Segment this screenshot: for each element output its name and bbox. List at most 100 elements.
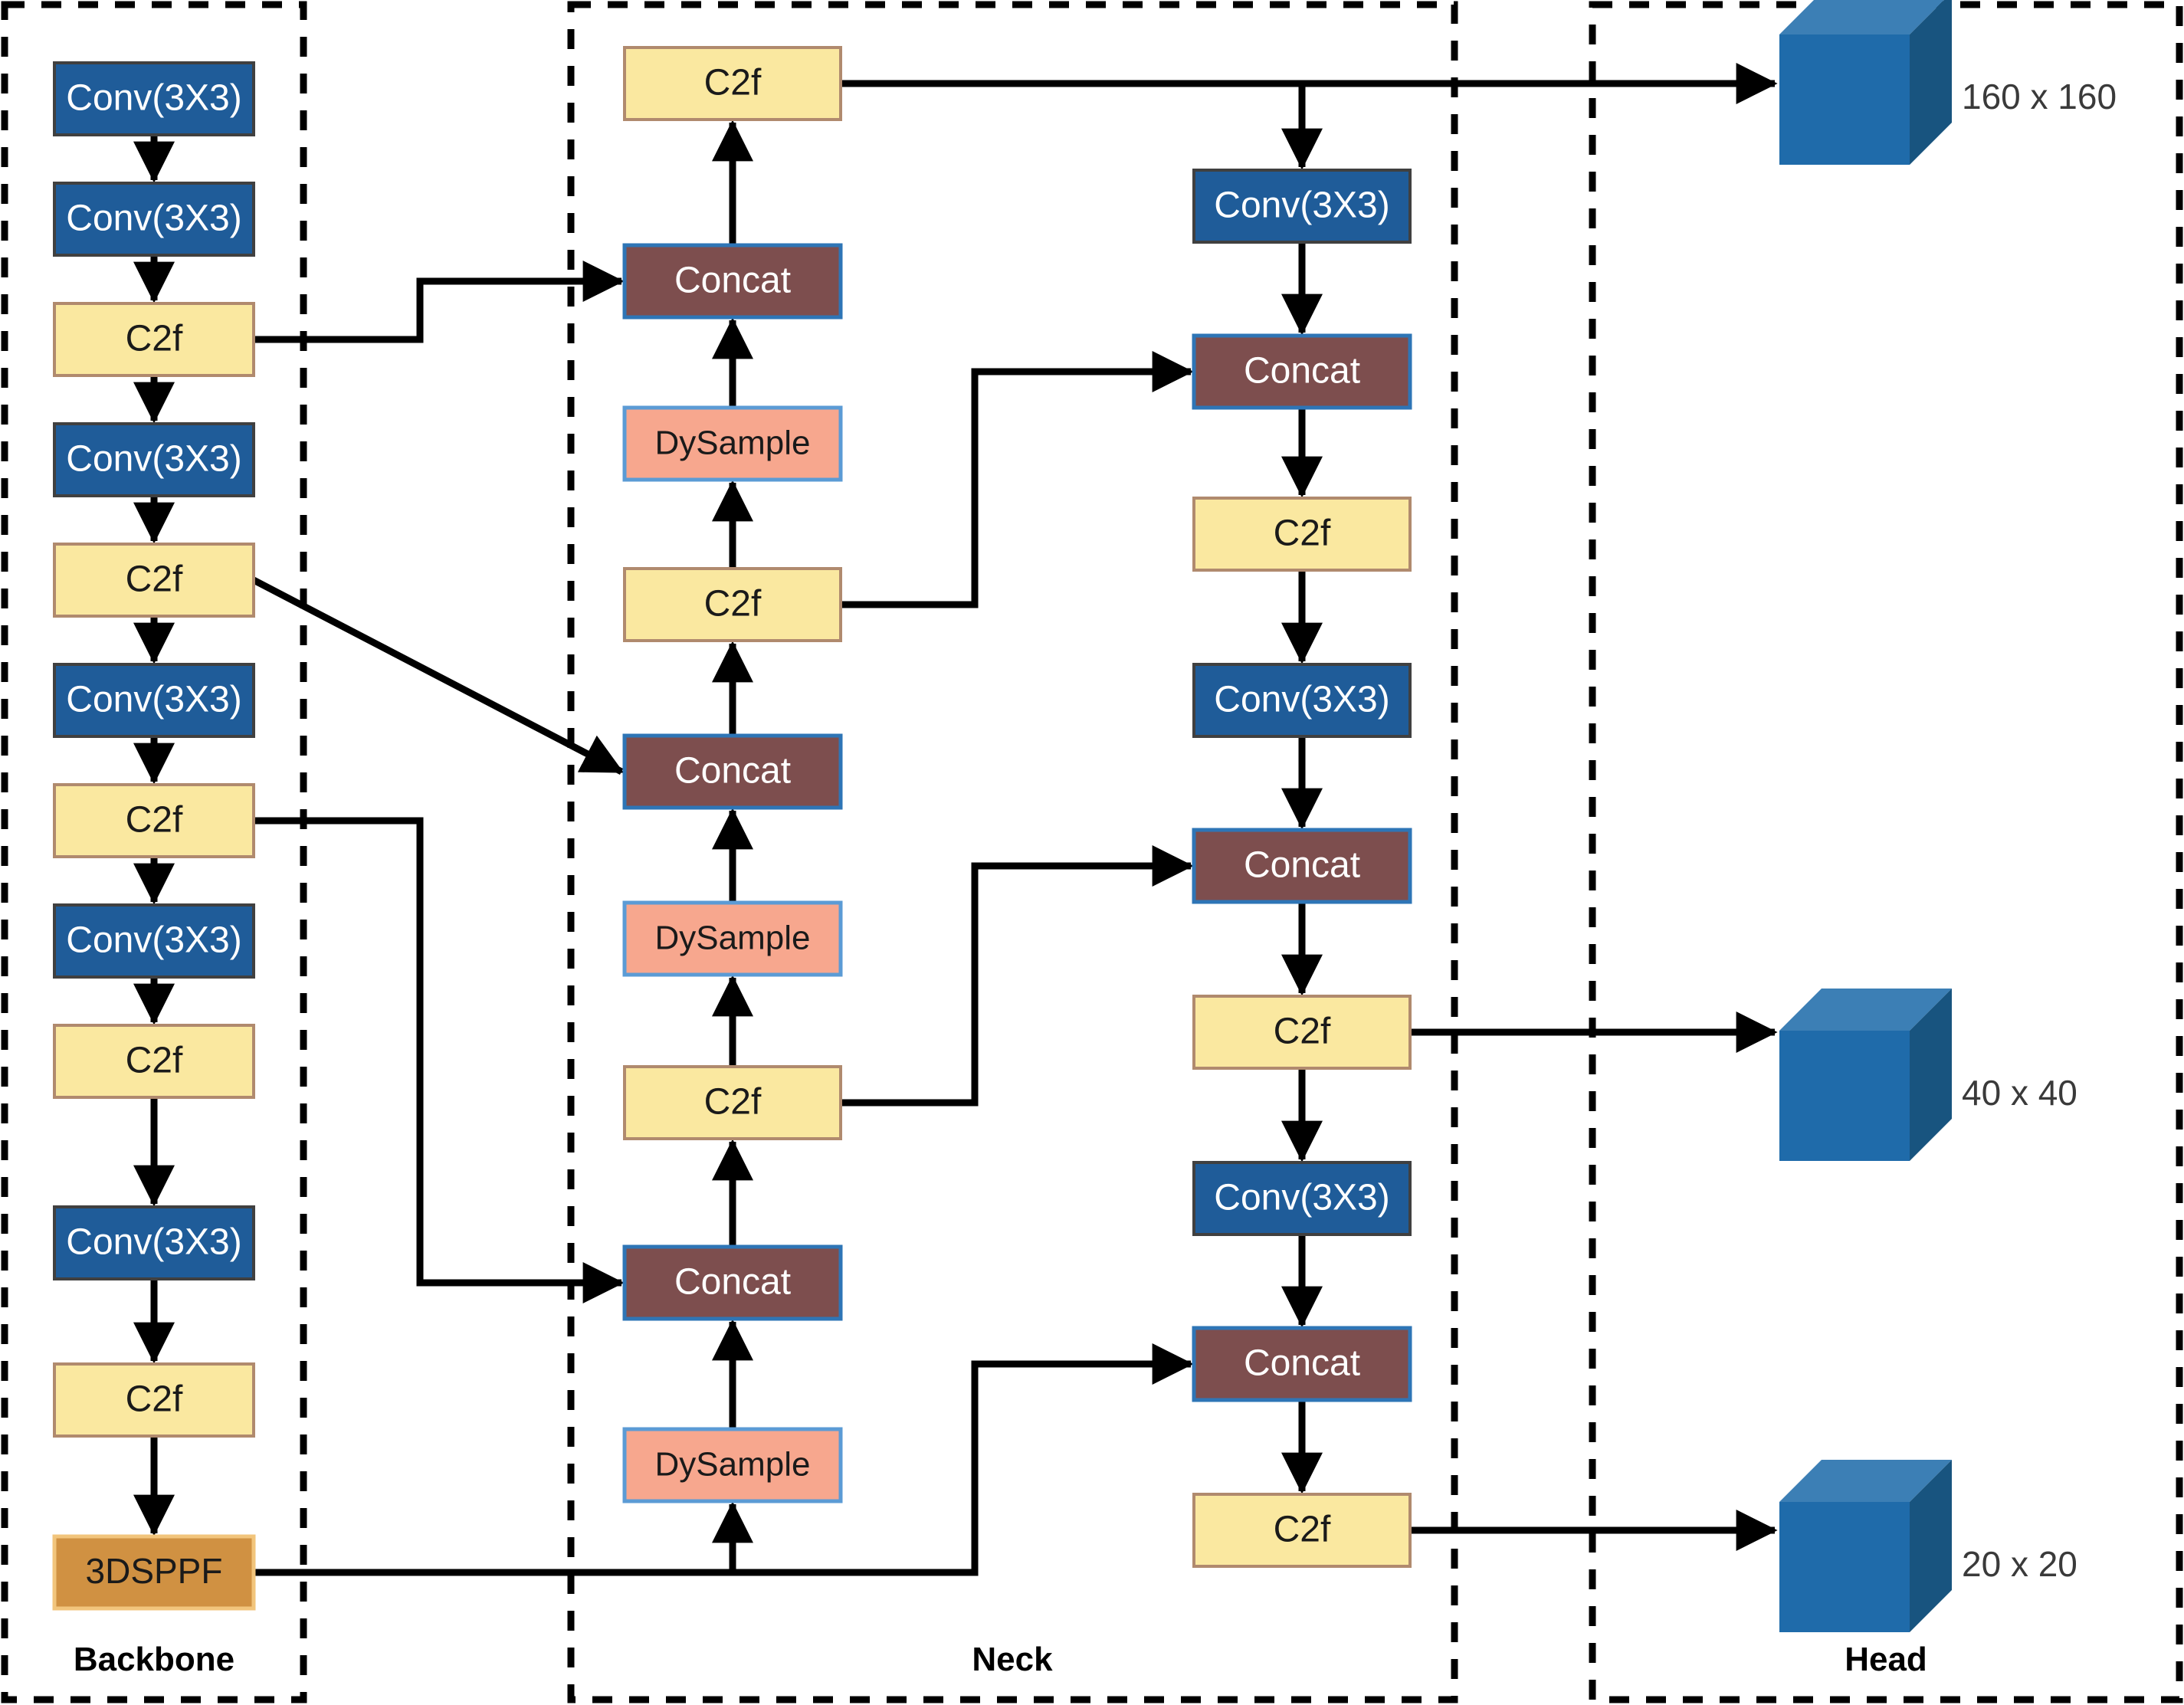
block-rect-c2f[interactable] [53, 783, 255, 858]
block-rect-conv[interactable] [1192, 169, 1412, 244]
cube-top-face [1779, 0, 1944, 34]
block-bb12[interactable]: 3DSPPF [52, 1534, 256, 1611]
block-nk3[interactable]: DySample [622, 405, 843, 482]
block-bb8[interactable]: Conv(3X3) [53, 903, 255, 979]
block-rect-c2f[interactable] [1192, 1493, 1412, 1568]
cube-side-face [1910, 989, 1952, 1161]
block-label: Concat [674, 751, 791, 792]
block-nk2[interactable]: Concat [622, 243, 843, 320]
cube-size-label: 40 x 40 [1962, 1073, 2077, 1113]
block-rect-concat[interactable] [622, 243, 843, 320]
edge-skip-nk7-nr5 [841, 845, 1194, 1107]
block-nr4[interactable]: Conv(3X3) [1192, 663, 1412, 738]
block-bb9[interactable]: C2f [53, 1024, 255, 1099]
block-rect-conv[interactable] [53, 182, 255, 257]
block-label: C2f [1274, 1012, 1331, 1052]
cube-front-face [1779, 1502, 1910, 1632]
output-cube-cube20[interactable] [1779, 1460, 1952, 1632]
block-rect-c2f[interactable] [53, 543, 255, 618]
block-rect-conv[interactable] [53, 422, 255, 497]
block-label: Concat [674, 261, 791, 301]
block-bb2[interactable]: Conv(3X3) [53, 182, 255, 257]
block-label: 3DSPPF [86, 1551, 223, 1591]
block-label: Concat [674, 1262, 791, 1303]
block-rect-concat[interactable] [1192, 333, 1412, 410]
block-rect-dysample[interactable] [622, 900, 843, 977]
block-nk4[interactable]: C2f [623, 567, 842, 642]
block-rect-dysample[interactable] [622, 405, 843, 482]
block-rect-conv[interactable] [1192, 663, 1412, 738]
block-nk1[interactable]: C2f [623, 46, 842, 121]
block-rect-c2f[interactable] [623, 567, 842, 642]
edge-skip-sppf-nr8 [254, 1343, 1194, 1576]
output-cube-cube160[interactable] [1779, 0, 1952, 165]
block-rect-concat[interactable] [622, 1244, 843, 1321]
block-label: C2f [126, 1379, 183, 1420]
edge-skip-nk4-nr2 [841, 351, 1194, 608]
block-rect-concat[interactable] [1192, 828, 1412, 904]
block-bb6[interactable]: Conv(3X3) [53, 663, 255, 738]
edge-skip-bb5-nk5 [251, 577, 625, 775]
block-rect-conv[interactable] [53, 61, 255, 136]
block-rect-conv[interactable] [1192, 1161, 1412, 1236]
block-nr3[interactable]: C2f [1192, 497, 1412, 572]
block-nr5[interactable]: Concat [1192, 828, 1412, 904]
block-bb10[interactable]: Conv(3X3) [53, 1205, 255, 1280]
block-rect-sppf[interactable] [52, 1534, 256, 1611]
block-nr6[interactable]: C2f [1192, 995, 1412, 1070]
block-rect-conv[interactable] [53, 663, 255, 738]
output-cube-cube40[interactable] [1779, 989, 1952, 1161]
block-bb7[interactable]: C2f [53, 783, 255, 858]
block-label: DySample [655, 920, 811, 957]
block-rect-c2f[interactable] [53, 1362, 255, 1438]
block-bb5[interactable]: C2f [53, 543, 255, 618]
cube-top-face [1779, 1460, 1952, 1502]
block-rect-conv[interactable] [53, 903, 255, 979]
block-nk9[interactable]: DySample [622, 1427, 843, 1503]
block-label: Concat [1244, 845, 1360, 886]
group-boundary-head [1589, 1, 2183, 1703]
block-nr7[interactable]: Conv(3X3) [1192, 1161, 1412, 1236]
block-nr9[interactable]: C2f [1192, 1493, 1412, 1568]
cube-top-face [1779, 989, 1952, 1031]
block-label: Conv(3X3) [66, 78, 241, 119]
cube-front-face [1779, 34, 1910, 165]
block-rect-conv[interactable] [53, 1205, 255, 1280]
block-nk5[interactable]: Concat [622, 733, 843, 810]
block-bb3[interactable]: C2f [53, 302, 255, 377]
cube-side-face [1910, 1460, 1952, 1632]
block-label: Concat [1244, 351, 1360, 392]
output-cubes-layer [1779, 0, 1952, 1632]
block-nr1[interactable]: Conv(3X3) [1192, 169, 1412, 244]
block-label: DySample [655, 1446, 811, 1484]
block-rect-c2f[interactable] [1192, 497, 1412, 572]
edge-skip-bb7-nk8 [254, 817, 625, 1303]
block-rect-concat[interactable] [622, 733, 843, 810]
block-rect-c2f[interactable] [1192, 995, 1412, 1070]
block-bb11[interactable]: C2f [53, 1362, 255, 1438]
block-nk6[interactable]: DySample [622, 900, 843, 977]
block-rect-concat[interactable] [1192, 1326, 1412, 1402]
block-nr2[interactable]: Concat [1192, 333, 1412, 410]
block-nk8[interactable]: Concat [622, 1244, 843, 1321]
block-label: C2f [126, 319, 183, 359]
block-rect-c2f[interactable] [53, 1024, 255, 1099]
group-label-head: Head [1845, 1641, 1927, 1678]
block-bb1[interactable]: Conv(3X3) [53, 61, 255, 136]
block-rect-c2f[interactable] [623, 46, 842, 121]
block-label: Concat [1244, 1343, 1360, 1384]
block-label: C2f [126, 800, 183, 841]
block-label: C2f [1274, 513, 1331, 554]
block-rect-c2f[interactable] [53, 302, 255, 377]
block-nk7[interactable]: C2f [623, 1065, 842, 1140]
block-rect-dysample[interactable] [622, 1427, 843, 1503]
block-label: C2f [126, 1041, 183, 1081]
block-nr8[interactable]: Concat [1192, 1326, 1412, 1402]
block-bb4[interactable]: Conv(3X3) [53, 422, 255, 497]
group-label-backbone: Backbone [74, 1641, 234, 1678]
block-label: C2f [704, 1082, 762, 1123]
block-rect-c2f[interactable] [623, 1065, 842, 1140]
